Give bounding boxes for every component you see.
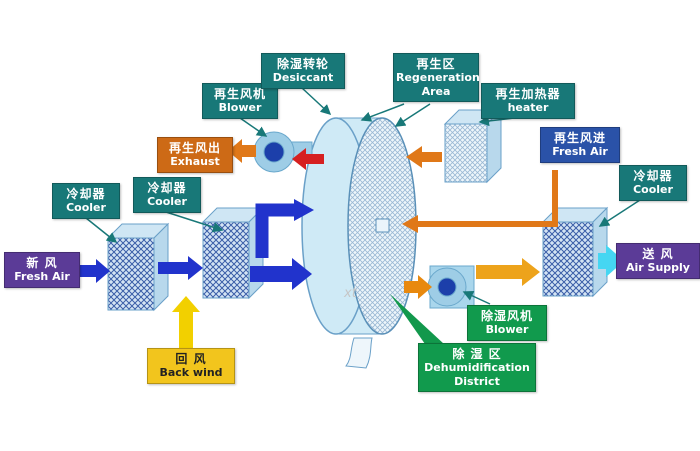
arrow-regen-duct-to-wheel-head [402, 215, 418, 233]
label-exhaust: 再生风出 Exhaust [157, 137, 233, 173]
arrow-back-wind-up [172, 296, 200, 348]
arrow-cooler2-to-wheel-upper-shaft [255, 203, 296, 258]
arrow-cooler2-to-wheel-lower [250, 258, 312, 290]
arrow-cooler1-to-cooler2 [158, 256, 203, 280]
label-back-wind: 回 风 Back wind [147, 348, 235, 384]
label-regeneration-area: 再生区 Regeneration Area [393, 53, 480, 102]
arrow-fresh-air-to-cooler1 [76, 259, 110, 283]
dehumidification-fan-icon [427, 265, 475, 309]
wheel-hub [375, 218, 390, 233]
label-cooler-1: 冷却器 Cooler [52, 183, 120, 219]
label-air-supply: 送 风 Air Supply [616, 243, 700, 279]
watermark-text: xt [344, 286, 357, 301]
label-regen-blower: 再生风机 Blower [202, 83, 278, 119]
desiccant-wheel [301, 117, 417, 335]
label-dehum-district: 除 湿 区 Dehumidification District [418, 343, 536, 392]
label-regen-fresh-air: 再生风进 Fresh Air [540, 127, 620, 163]
cooler-box-1 [106, 222, 170, 312]
label-cooler-2: 冷却器 Cooler [133, 177, 201, 213]
arrow-wheel-to-dehum-fan [404, 275, 432, 299]
label-desiccant-wheel: 除湿转轮 Desiccant [261, 53, 345, 89]
label-cooler-3: 冷却器 Cooler [619, 165, 687, 201]
cooler-box-2 [201, 206, 265, 300]
label-dehum-blower: 除湿风机 Blower [467, 305, 547, 341]
label-fresh-air-in: 新 风 Fresh Air [4, 252, 80, 288]
dehum-district-pointer [390, 294, 444, 344]
arrow-cooler3-to-supply [598, 245, 624, 277]
arrow-fan-to-exhaust [228, 139, 256, 163]
label-regen-heater: 再生加热器 heater [481, 83, 575, 119]
arrow-heater-to-wheel [406, 146, 442, 168]
arrow-cooler2-to-wheel-upper-head [294, 199, 314, 221]
arrow-wheel-to-regen-fan [292, 148, 324, 170]
ribbon-shape [345, 337, 373, 369]
cooler-box-3 [541, 206, 609, 298]
regen-air-duct [416, 170, 558, 227]
arrow-fan-to-cooler3 [476, 258, 540, 286]
label-pointer-lines [85, 87, 641, 305]
